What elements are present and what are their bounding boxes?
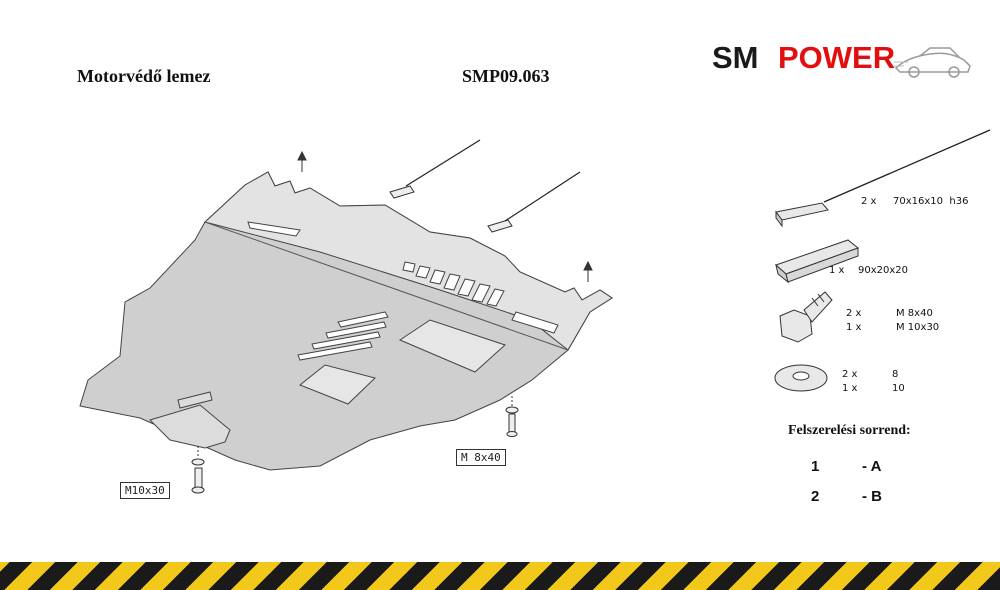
- spacer-rod-icon: [775, 129, 991, 228]
- part-3-spec: M 8x40 M 10x30: [896, 308, 940, 333]
- sequence-title: Felszerelési sorrend:: [788, 423, 911, 438]
- part-1-qty: 2 x: [861, 196, 877, 207]
- front-bracket: [149, 391, 231, 449]
- callout-m8x40: M 8x40: [456, 449, 506, 466]
- brand-logo: SM POWER: [712, 40, 977, 80]
- sequence-step-1-letter: - A: [862, 458, 882, 475]
- clips: [297, 139, 593, 282]
- spacer-block-icon: [775, 239, 860, 284]
- part-1-spec: 70x16x10 h36: [893, 196, 969, 207]
- logo-text-power: POWER: [778, 40, 896, 75]
- part-4-spec: 8 10: [892, 369, 905, 394]
- sequence-step-2-letter: - B: [862, 488, 882, 505]
- sequence-step-2-num: 2: [811, 488, 820, 505]
- assembly-drawing: [79, 129, 991, 494]
- bolts: [191, 396, 519, 494]
- part-4-qty: 2 x 1 x: [842, 369, 858, 394]
- plate-openings: [247, 221, 559, 405]
- logo-text-sm: SM: [712, 40, 759, 75]
- logo-car-icon: [894, 47, 971, 78]
- part-2-qty: 1 x: [829, 265, 845, 276]
- bolt-icon: [779, 291, 833, 343]
- part-2-spec: 90x20x20: [858, 265, 909, 276]
- product-name: Motorvédő lemez: [77, 66, 211, 86]
- washer-icon: [774, 364, 828, 392]
- callout-m10x30: M10x30: [120, 482, 170, 499]
- part-3-qty: 2 x 1 x: [846, 308, 862, 333]
- hazard-stripe: [0, 562, 1000, 590]
- sequence-step-1-num: 1: [811, 458, 820, 475]
- product-code: SMP09.063: [462, 66, 550, 86]
